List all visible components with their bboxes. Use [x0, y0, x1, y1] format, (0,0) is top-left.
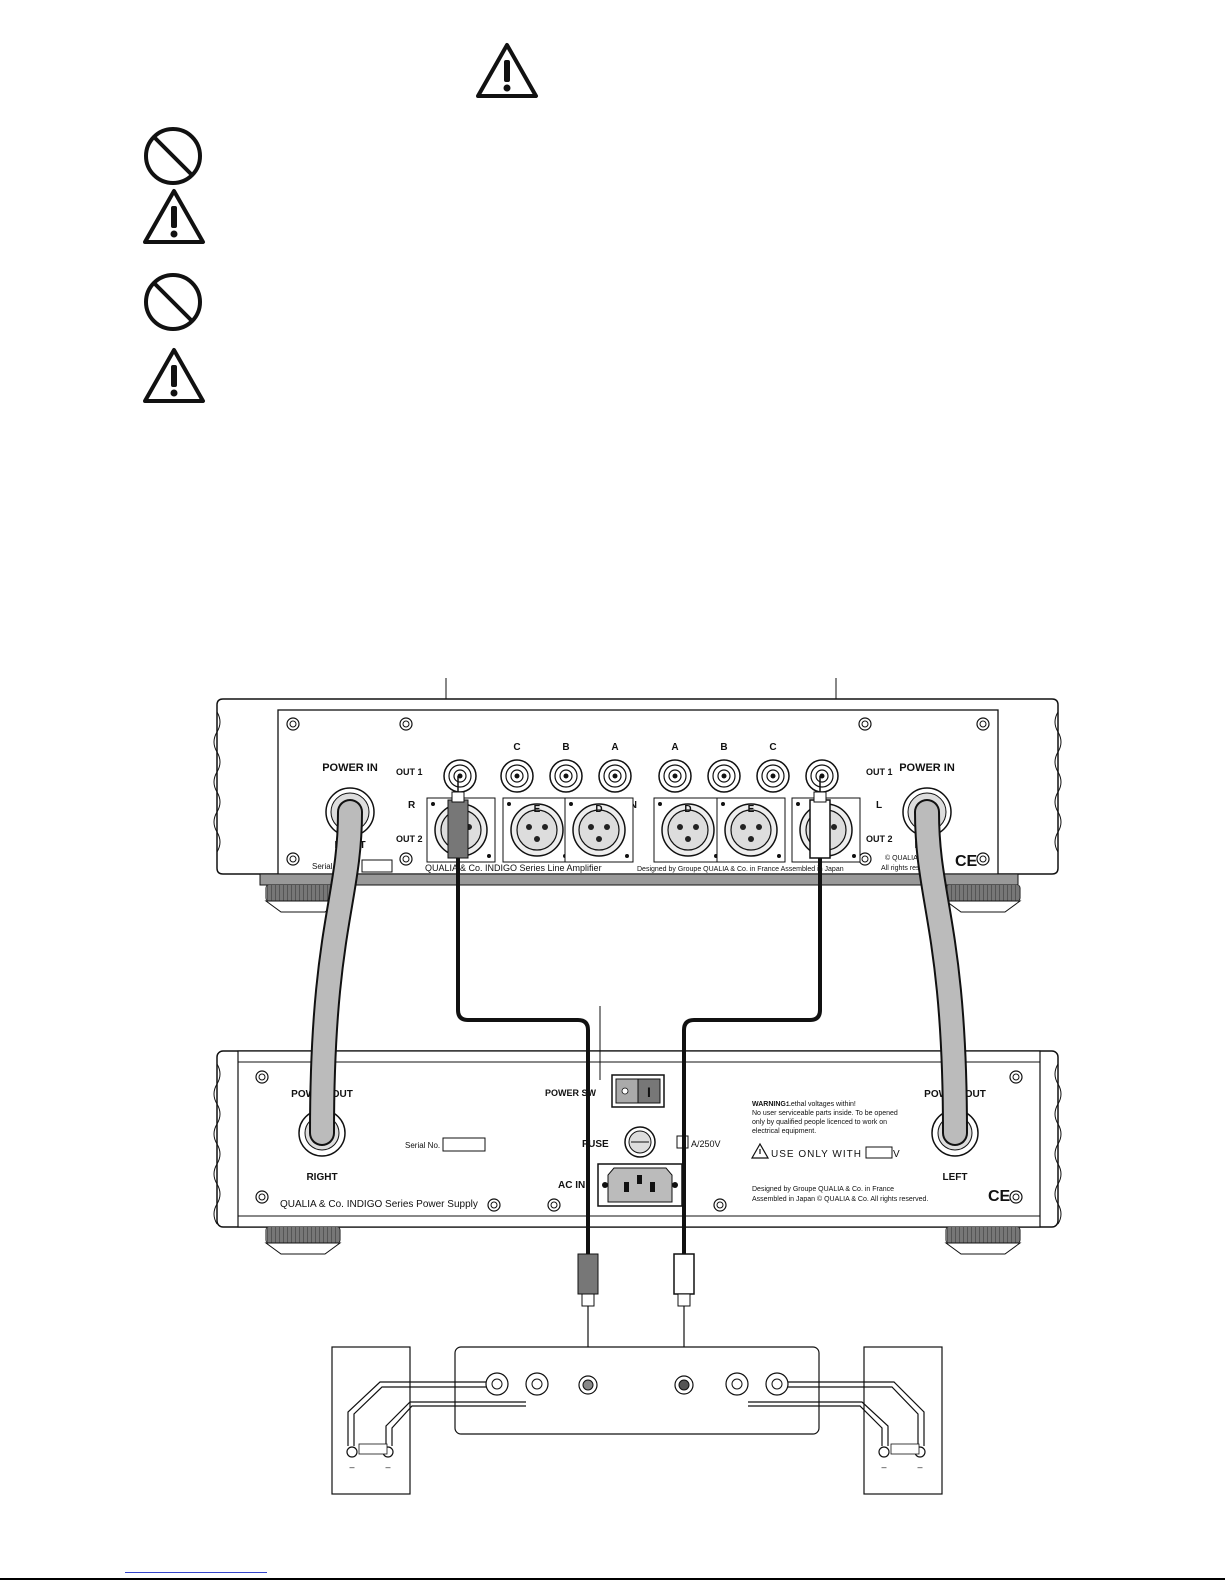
- rca-input-a-right[interactable]: [598, 759, 632, 793]
- speaker-minus-label: –: [881, 1462, 886, 1472]
- psu-warning-2: No user serviceable parts inside. To be …: [752, 1110, 898, 1117]
- speaker-minus-label: –: [349, 1462, 354, 1472]
- rca-input-a-left[interactable]: [658, 759, 692, 793]
- rca-input-b-right[interactable]: [549, 759, 583, 793]
- rca-label: C: [513, 742, 520, 753]
- amp-power-in-label-right: POWER IN: [322, 762, 378, 774]
- amp-out2-left: OUT 2: [866, 834, 893, 844]
- psu-serial-label: Serial No.: [405, 1141, 440, 1150]
- psu-model-line: QUALIA & Co. INDIGO Series Power Supply: [280, 1199, 478, 1210]
- warning-icon-2: [143, 348, 205, 403]
- psu-ac-in-label: AC IN: [558, 1180, 585, 1191]
- bottom-rule: [0, 1578, 1225, 1580]
- rca-label: A: [671, 742, 678, 753]
- amp-r-label: R: [408, 800, 416, 811]
- amp-out1-right: OUT 1: [396, 767, 423, 777]
- rca-input-c-right[interactable]: [500, 759, 534, 793]
- psu-warning-4: electrical equipment.: [752, 1128, 816, 1135]
- psu-fuse-rating: A/250V: [691, 1139, 721, 1149]
- warning-icon-1: [143, 189, 205, 244]
- rca-out1-right[interactable]: [443, 759, 477, 793]
- amp-out2-right: OUT 2: [396, 834, 423, 844]
- speaker-left: – –: [863, 1346, 943, 1495]
- prohibition-icon-1: [144, 127, 202, 185]
- power-amplifier: [454, 1346, 820, 1435]
- xlr-label: E: [534, 804, 541, 815]
- psu-use-only: USE ONLY WITH: [771, 1149, 862, 1160]
- speaker-terminal[interactable]: [525, 1372, 549, 1396]
- xlr-label: D: [684, 804, 691, 815]
- rca-label: C: [769, 742, 776, 753]
- rca-input-c-left[interactable]: [756, 759, 790, 793]
- rca-label: B: [562, 742, 569, 753]
- amp-model-line: QUALIA & Co. INDIGO Series Line Amplifie…: [425, 863, 602, 873]
- power-amp-input-right[interactable]: [578, 1375, 598, 1395]
- power-amp-input-left[interactable]: [674, 1375, 694, 1395]
- power-supply: POWER OUT POWER OUT RIGHT LEFT Serial No…: [213, 1006, 1062, 1255]
- amp-serial-label: Serial N: [312, 862, 341, 871]
- psu-foot-left: [265, 1226, 341, 1255]
- psu-designed-2: Assembled in Japan © QUALIA & Co. All ri…: [752, 1195, 928, 1203]
- xlr-label: E: [748, 804, 755, 815]
- xlr-label: D: [595, 804, 602, 815]
- amp-copyright-2: All rights reserved.: [881, 865, 939, 872]
- fuse-holder[interactable]: [624, 1126, 656, 1158]
- switch-on-mark: I: [647, 1084, 651, 1100]
- psu-ce-mark: CE: [988, 1188, 1011, 1205]
- psu-foot-right: [945, 1226, 1021, 1255]
- rca-label: A: [611, 742, 618, 753]
- amp-designed-line: Designed by Groupe QUALIA & Co. in Franc…: [637, 866, 844, 873]
- psu-warning-title: WARNING:: [752, 1101, 788, 1108]
- amp-foot-right: [945, 884, 1021, 913]
- psu-right-label: RIGHT: [306, 1172, 337, 1183]
- psu-designed-1: Designed by Groupe QUALIA & Co. in Franc…: [752, 1186, 894, 1193]
- psu-fuse-label: FUSE: [582, 1139, 609, 1150]
- amp-ce-mark: CE: [955, 853, 978, 870]
- amp-power-in-label-left: POWER IN: [899, 762, 955, 774]
- psu-warning-1: Lethal voltages within!: [787, 1101, 856, 1108]
- speaker-terminal[interactable]: [485, 1372, 509, 1396]
- power-cable-right: [309, 799, 363, 1146]
- amp-out1-left: OUT 1: [866, 767, 893, 777]
- page-link-underline: [125, 1572, 267, 1573]
- ac-inlet[interactable]: [597, 1163, 683, 1207]
- speaker-minus-label: –: [385, 1462, 390, 1472]
- speaker-terminal[interactable]: [765, 1372, 789, 1396]
- signal-cable-right: [447, 776, 599, 1382]
- psu-warning-3: only by qualified people licenced to wor…: [752, 1119, 887, 1126]
- psu-left-label: LEFT: [943, 1172, 968, 1183]
- line-amplifier: POWER IN POWER IN RIGHT LEFT OUT 1 OUT 2…: [213, 698, 1062, 913]
- amp-copyright-1: © QUALIA & Co.: [885, 854, 937, 862]
- psu-power-sw-label: POWER SW: [545, 1088, 597, 1098]
- speaker-terminal[interactable]: [725, 1372, 749, 1396]
- power-cable-left: [914, 799, 968, 1146]
- warning-icon-top: [476, 43, 538, 98]
- speaker-minus-label: –: [917, 1462, 922, 1472]
- psu-small-warning-icon: [750, 1142, 770, 1159]
- speaker-wires: [347, 1381, 925, 1446]
- rca-label: B: [720, 742, 727, 753]
- amp-l-label: L: [876, 800, 882, 811]
- power-switch[interactable]: I: [611, 1074, 665, 1108]
- rca-out1-left[interactable]: [805, 759, 839, 793]
- rca-input-b-left[interactable]: [707, 759, 741, 793]
- speaker-right: – –: [331, 1346, 411, 1495]
- psu-volt-unit: V: [893, 1149, 900, 1160]
- prohibition-icon-2: [144, 273, 202, 331]
